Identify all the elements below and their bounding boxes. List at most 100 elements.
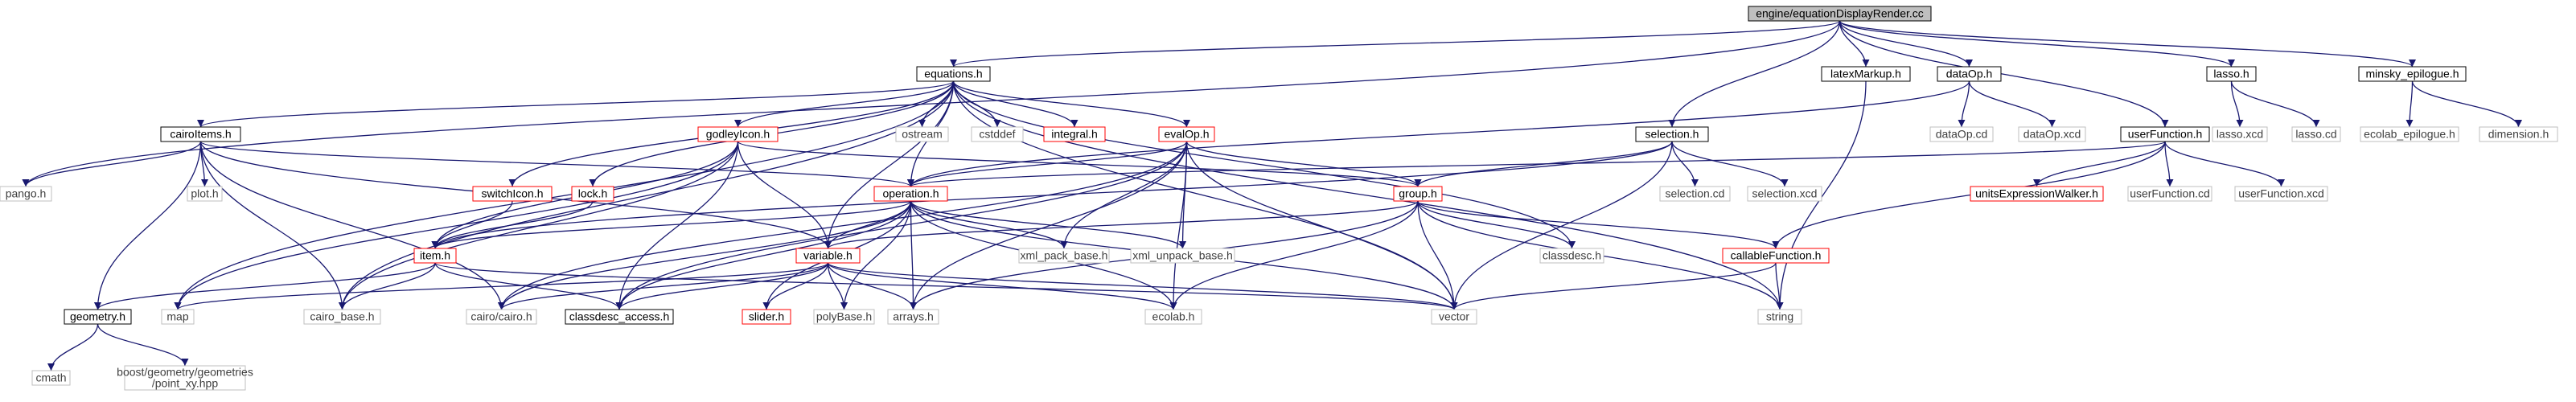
node-latexMarkup-h[interactable]: latexMarkup.h: [1821, 66, 1911, 82]
node-vector: vector: [1431, 309, 1477, 325]
edge-variable_h-to-classdesc_access_h: [615, 262, 829, 310]
node-userFunction-xcd: userFunction.xcd: [2234, 186, 2328, 202]
node-lasso-h[interactable]: lasso.h: [2206, 66, 2257, 82]
edge-variable_h-to-polyBase_h: [827, 262, 848, 310]
edge-equations_h-to-string: [952, 80, 1784, 310]
edge-userFunction_h-to-userFunction_xcd: [2164, 141, 2285, 187]
node-box: [2018, 126, 2086, 142]
node-box: [187, 186, 223, 202]
edge-variable_h-to-slider_h: [762, 262, 829, 310]
edge-operation_h-to-arrays_h: [909, 200, 918, 310]
node-lock-h[interactable]: lock.h: [571, 186, 614, 202]
node-equations-h[interactable]: equations.h: [916, 66, 991, 82]
edge-callableFunction_h-to-string: [1775, 262, 1784, 310]
node-label: lock.h: [578, 187, 608, 200]
node-cstddef: cstddef: [971, 126, 1024, 142]
node-box: [2127, 186, 2212, 202]
node-geometry-h[interactable]: geometry.h: [64, 309, 132, 325]
edge-equations_h-to-evalOp_h: [952, 80, 1190, 128]
node-box: [971, 126, 1024, 142]
node-label: vector: [1439, 310, 1469, 323]
node-string: string: [1757, 309, 1802, 325]
node-box: [813, 309, 875, 325]
edge-item_h-to-geometry_h: [94, 262, 436, 310]
node-box: [1393, 186, 1443, 202]
edge-minsky_epilogue_h-to-ecolab_epilogue_h: [2405, 80, 2414, 128]
node-box: [1539, 248, 1604, 264]
edge-equations_h-to-cairo_base_h: [339, 80, 955, 310]
edge-dataOp_h-to-operation_h: [907, 80, 1970, 187]
node-slider-h[interactable]: slider.h: [742, 309, 791, 325]
node-operation-h[interactable]: operation.h: [873, 186, 948, 202]
node-minsky-epilogue-h[interactable]: minsky_epilogue.h: [2358, 66, 2467, 82]
node-callableFunction-h[interactable]: callableFunction.h: [1722, 248, 1830, 264]
edge-cairoItems_h-to-operation_h: [199, 141, 914, 187]
node-box: [2212, 126, 2268, 142]
node-variable-h[interactable]: variable.h: [795, 248, 861, 264]
node-lasso-cd: lasso.cd: [2291, 126, 2341, 142]
node-box: [895, 126, 949, 142]
node-selection-h[interactable]: selection.h: [1635, 126, 1709, 142]
node-godleyIcon-h[interactable]: godleyIcon.h: [697, 126, 779, 142]
edge-operation_h-to-cairo_cairo_h: [498, 200, 912, 310]
node-integral-h[interactable]: integral.h: [1043, 126, 1106, 142]
edge-equations_h-to-vector: [952, 80, 1458, 310]
edge-geometry_h-to-cmath: [47, 323, 99, 371]
node-arrays-h: arrays.h: [887, 309, 939, 325]
node-userFunction-h[interactable]: userFunction.h: [2120, 126, 2210, 142]
edge-equations_h-to-variable_h: [824, 80, 955, 249]
node-box: [1659, 186, 1731, 202]
node-box: [161, 309, 195, 325]
node-box: [887, 309, 939, 325]
node-box: [565, 309, 674, 325]
node-switchIcon-h[interactable]: switchIcon.h: [472, 186, 553, 202]
node-selection-cd: selection.cd: [1659, 186, 1731, 202]
edge-item_h-to-vector: [434, 262, 1458, 310]
edge-variable_h-to-arrays_h: [827, 262, 918, 310]
node-cairoItems-h[interactable]: cairoItems.h: [160, 126, 241, 142]
edge-dataOp_h-to-dataOp_cd: [1958, 80, 1970, 128]
node-xml-pack-base-h: xml_pack_base.h: [1018, 248, 1110, 264]
edge-equations_h-to-cairoItems_h: [197, 80, 955, 128]
node-label: cairoItems.h: [170, 128, 231, 141]
node-box: [742, 309, 791, 325]
node-root[interactable]: engine/equationDisplayRender.cc: [1748, 6, 1932, 22]
edge-cairoItems_h-to-pango_h: [22, 141, 202, 187]
node-label: userFunction.cd: [2130, 187, 2210, 200]
node-pango-h: pango.h: [0, 186, 52, 202]
node-label: item.h: [420, 249, 450, 262]
node-label: dataOp.h: [1946, 68, 1993, 80]
node-box: [1937, 66, 2002, 82]
edge-root-to-dataOp_h: [1839, 20, 1973, 68]
node-classdesc-access-h[interactable]: classdesc_access.h: [565, 309, 674, 325]
node-label: classdesc.h: [1543, 249, 1601, 262]
node-polyBase-h: polyBase.h: [813, 309, 875, 325]
node-label: pango.h: [6, 187, 47, 200]
node-label: polyBase.h: [816, 310, 872, 323]
edge-godleyIcon_h-to-group_h: [737, 141, 1422, 187]
node-ecolab-epilogue-h: ecolab_epilogue.h: [2360, 126, 2459, 142]
edge-lasso_h-to-lasso_cd: [2230, 80, 2320, 128]
edge-root-to-userFunction_h: [1839, 20, 2169, 128]
edge-group_h-to-vector: [1417, 200, 1458, 310]
node-ostream: ostream: [895, 126, 949, 142]
node-dataOp-h[interactable]: dataOp.h: [1937, 66, 2002, 82]
edge-selection_h-to-selection_xcd: [1671, 141, 1789, 187]
node-box: [124, 365, 246, 391]
node-box: [2291, 126, 2341, 142]
edge-item_h-to-classdesc_access_h: [434, 262, 623, 310]
edge-minsky_epilogue_h-to-dimension_h: [2411, 80, 2523, 128]
node-evalOp-h[interactable]: evalOp.h: [1158, 126, 1215, 142]
edge-lasso_h-to-lasso_xcd: [2230, 80, 2244, 128]
node-label: cairo/cairo.h: [470, 310, 532, 323]
node-box: [1722, 248, 1830, 264]
node-label: xml_unpack_base.h: [1132, 249, 1233, 262]
node-group-h[interactable]: group.h: [1393, 186, 1443, 202]
node-unitsExpressionWalker-h[interactable]: unitsExpressionWalker.h: [1970, 186, 2104, 202]
node-box: [466, 309, 537, 325]
edge-lock_h-to-item_h: [431, 200, 594, 249]
node-box: [1747, 186, 1822, 202]
node-item-h[interactable]: item.h: [413, 248, 457, 264]
node-box: [1144, 309, 1202, 325]
node-label: cmath: [35, 371, 66, 384]
